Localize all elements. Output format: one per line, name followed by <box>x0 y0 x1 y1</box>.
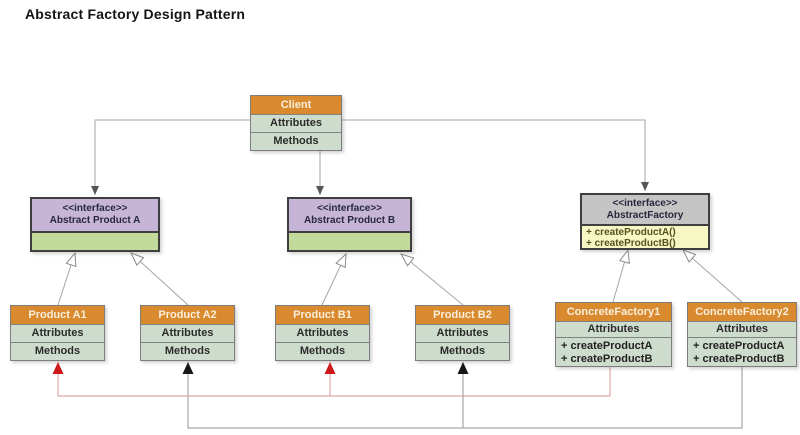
stereotype-label: <<interface>> <box>316 203 383 214</box>
generalization-line-product-a1 <box>57 251 77 306</box>
class-name-product-b2: Product B2 <box>416 306 509 324</box>
abstract-factory-header: <<interface>> AbstractFactory <box>582 195 708 224</box>
method-create-product-a: + createProductA() <box>586 227 676 238</box>
class-box-product-a2: Product A2 Attributes Methods <box>140 305 235 361</box>
concrete-factory-2-attributes-row: Attributes <box>688 321 796 337</box>
concrete-factory-1-attributes-row: Attributes <box>556 321 671 337</box>
class-name-product-b1: Product B1 <box>276 306 369 324</box>
class-name-client: Client <box>251 96 341 114</box>
class-box-abstract-product-b: <<interface>> Abstract Product B <box>287 197 412 252</box>
product-b1-methods-row: Methods <box>276 342 369 360</box>
class-name-product-a2: Product A2 <box>141 306 234 324</box>
class-box-product-b1: Product B1 Attributes Methods <box>275 305 370 361</box>
class-name-concrete-factory-2: ConcreteFactory2 <box>688 303 796 321</box>
class-name-concrete-factory-1: ConcreteFactory1 <box>556 303 671 321</box>
product-a1-methods-row: Methods <box>11 342 104 360</box>
class-box-abstract-product-a: <<interface>> Abstract Product A <box>30 197 160 252</box>
generalization-line-product-a2 <box>130 252 189 306</box>
abstract-product-b-header: <<interface>> Abstract Product B <box>289 199 410 231</box>
class-box-client: Client Attributes Methods <box>250 95 342 151</box>
class-name-abstract-product-a: Abstract Product A <box>49 215 141 226</box>
method-create-product-b: + createProductB <box>561 353 653 365</box>
product-b1-attributes-row: Attributes <box>276 324 369 342</box>
class-box-product-b2: Product B2 Attributes Methods <box>415 305 510 361</box>
stereotype-label: <<interface>> <box>612 197 678 209</box>
class-box-concrete-factory-1: ConcreteFactory1 Attributes + createProd… <box>555 302 672 367</box>
method-create-product-b: + createProductB() <box>586 238 676 249</box>
concrete-factory-2-methods: + createProductA + createProductB <box>688 337 796 366</box>
generalization-line-product-b1 <box>321 252 347 306</box>
creation-line-factory1-to-product-a1 <box>52 362 611 397</box>
generalization-line-product-b2 <box>399 253 464 306</box>
client-attributes-row: Attributes <box>251 114 341 132</box>
product-b2-methods-row: Methods <box>416 342 509 360</box>
class-box-product-a1: Product A1 Attributes Methods <box>10 305 105 361</box>
abstract-product-b-body <box>289 231 410 250</box>
product-a1-attributes-row: Attributes <box>11 324 104 342</box>
abstract-product-a-body <box>32 231 158 250</box>
method-create-product-b: + createProductB <box>693 353 785 365</box>
product-b2-attributes-row: Attributes <box>416 324 509 342</box>
concrete-factory-1-methods: + createProductA + createProductB <box>556 337 671 366</box>
diagram-title: Abstract Factory Design Pattern <box>25 6 246 22</box>
stereotype-label: <<interface>> <box>62 203 128 214</box>
creation-line-factory2-to-product-a2 <box>182 362 743 429</box>
abstract-factory-methods: + createProductA() + createProductB() <box>582 224 708 249</box>
class-name-abstract-factory: AbstractFactory <box>606 209 684 221</box>
generalization-line-concrete-factory-1 <box>612 248 630 303</box>
class-box-abstract-factory: <<interface>> AbstractFactory + createPr… <box>580 193 710 250</box>
client-methods-row: Methods <box>251 132 341 150</box>
generalization-line-concrete-factory-2 <box>681 249 743 303</box>
dependency-line-client-to-abstract-product-a <box>91 119 250 195</box>
abstract-product-a-header: <<interface>> Abstract Product A <box>32 199 158 231</box>
product-a2-methods-row: Methods <box>141 342 234 360</box>
method-create-product-a: + createProductA <box>561 340 653 352</box>
class-name-product-a1: Product A1 <box>11 306 104 324</box>
product-a2-attributes-row: Attributes <box>141 324 234 342</box>
dependency-line-client-to-abstract-factory <box>342 119 649 191</box>
class-name-abstract-product-b: Abstract Product B <box>303 215 396 226</box>
class-box-concrete-factory-2: ConcreteFactory2 Attributes + createProd… <box>687 302 797 367</box>
method-create-product-a: + createProductA <box>693 340 785 352</box>
